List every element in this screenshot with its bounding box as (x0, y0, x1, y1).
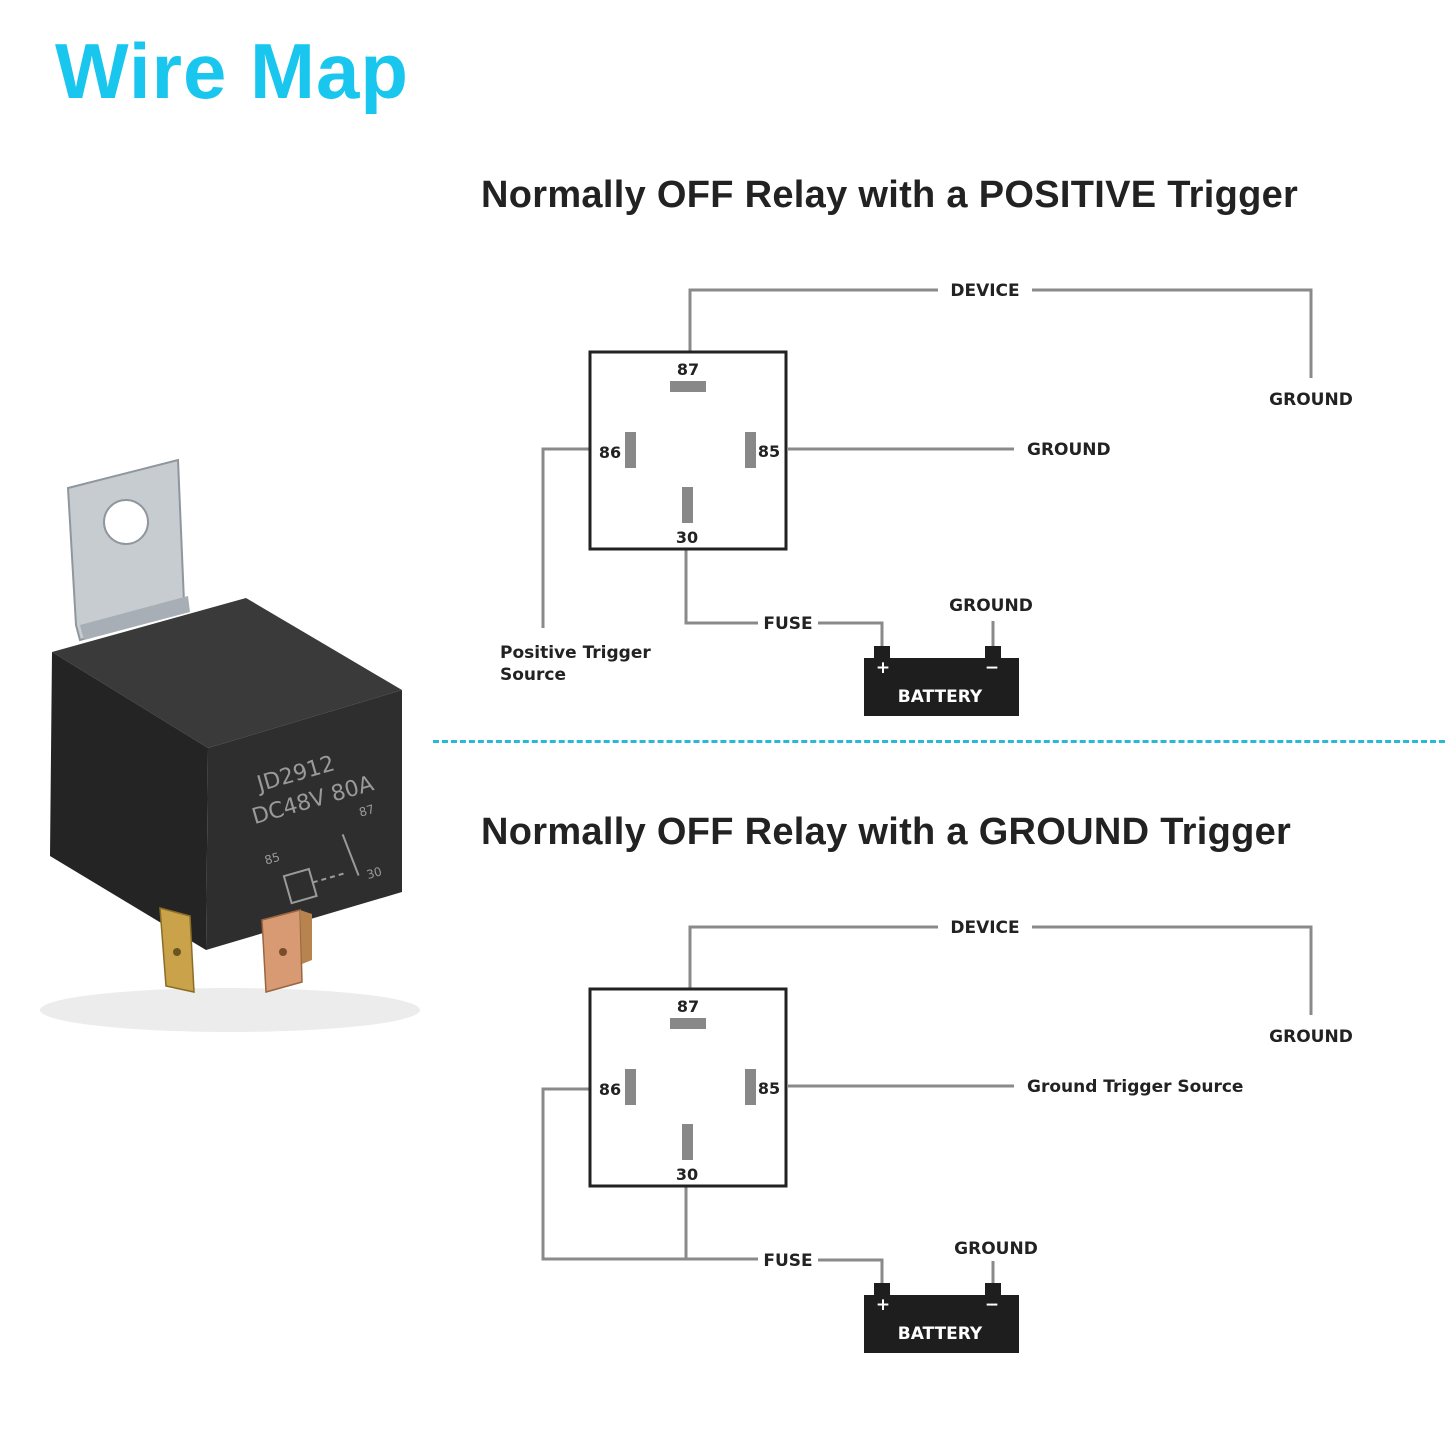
wire-86-to-30-loop (541, 1087, 686, 1261)
pin-85-contact (745, 432, 756, 468)
pin-86-contact (625, 432, 636, 468)
relay-top-face (52, 598, 402, 748)
relay-print-pin-87: 87 (357, 802, 376, 820)
relay-left-face (50, 652, 208, 950)
positive-trigger-label-line2: Source (500, 665, 566, 685)
wire-fuse-to-battery (818, 621, 884, 648)
battery-plus-sign: + (876, 658, 890, 678)
positive-trigger-label-line1: Positive Trigger (500, 643, 651, 663)
battery-negative-terminal (985, 1283, 1001, 1297)
battery: + − BATTERY (864, 1283, 1019, 1353)
relay-print-pin-85: 85 (263, 850, 282, 868)
wire-87-to-device (688, 925, 938, 989)
relay-photo: JD2912 DC48V 80A 87 85 86 30 (40, 458, 420, 1032)
battery-negative-terminal (985, 646, 1001, 660)
fuse-label: FUSE (763, 1251, 812, 1271)
pin-30-label: 30 (676, 528, 698, 547)
wire-87-to-device (688, 288, 938, 352)
pin-85-contact (745, 1069, 756, 1105)
pin-30-contact (682, 487, 693, 523)
section-1-title: Normally OFF Relay with a POSITIVE Trigg… (481, 174, 1299, 216)
device-label: DEVICE (950, 918, 1019, 938)
battery-label: BATTERY (898, 1324, 983, 1344)
wire-device-to-ground (1032, 288, 1313, 378)
section-divider (433, 740, 1445, 743)
page-title: Wire Map (55, 27, 410, 115)
wire-30-to-fuse (684, 1187, 758, 1261)
device-ground-label: GROUND (1269, 390, 1353, 410)
pin-86-label: 86 (599, 1080, 621, 1099)
battery-plus-sign: + (876, 1295, 890, 1315)
device-ground-label: GROUND (1269, 1027, 1353, 1047)
battery-minus-sign: − (985, 1295, 999, 1315)
wire-86-to-trigger (541, 447, 589, 628)
fuse-label: FUSE (763, 614, 812, 634)
relay-switch-symbol (341, 833, 360, 876)
section-2-wires (541, 925, 1313, 1285)
pin-87-label: 87 (677, 997, 699, 1016)
pin-86-contact (625, 1069, 636, 1105)
section-2-diagram: 87 86 85 30 DEVICE GROUND Ground Trigger… (541, 918, 1353, 1353)
pin85-ground-label: GROUND (1027, 440, 1111, 460)
battery-body (864, 658, 1019, 716)
wire-device-to-ground (1032, 925, 1313, 1015)
section-1-wires (541, 288, 1313, 648)
battery-body (864, 1295, 1019, 1353)
ground-trigger-source-label: Ground Trigger Source (1027, 1077, 1243, 1097)
battery-minus-sign: − (985, 658, 999, 678)
pin-85-label: 85 (758, 442, 780, 461)
battery: + − BATTERY (864, 646, 1019, 716)
pin-87-contact (670, 1018, 706, 1029)
relay-print-pin-30: 30 (365, 864, 384, 882)
battery-label: BATTERY (898, 687, 983, 707)
battery-positive-terminal (874, 1283, 890, 1297)
pin-86-label: 86 (599, 443, 621, 462)
pin-85-label: 85 (758, 1079, 780, 1098)
device-label: DEVICE (950, 281, 1019, 301)
relay-front-face (206, 690, 402, 950)
battery-positive-terminal (874, 646, 890, 660)
relay-shadow (40, 988, 420, 1032)
battery-ground-label: GROUND (949, 596, 1033, 616)
section-1-diagram: 87 86 85 30 DEVICE GROUND GROUND Positiv… (500, 281, 1353, 716)
pin-30-label: 30 (676, 1165, 698, 1184)
bracket-hole (103, 499, 149, 545)
wire-fuse-to-battery (818, 1258, 884, 1285)
pin-87-label: 87 (677, 360, 699, 379)
section-2-title: Normally OFF Relay with a GROUND Trigger (481, 811, 1292, 853)
wire-30-to-fuse (684, 550, 758, 625)
pin-30-contact (682, 1124, 693, 1160)
battery-ground-label: GROUND (954, 1239, 1038, 1259)
pin-87-contact (670, 381, 706, 392)
